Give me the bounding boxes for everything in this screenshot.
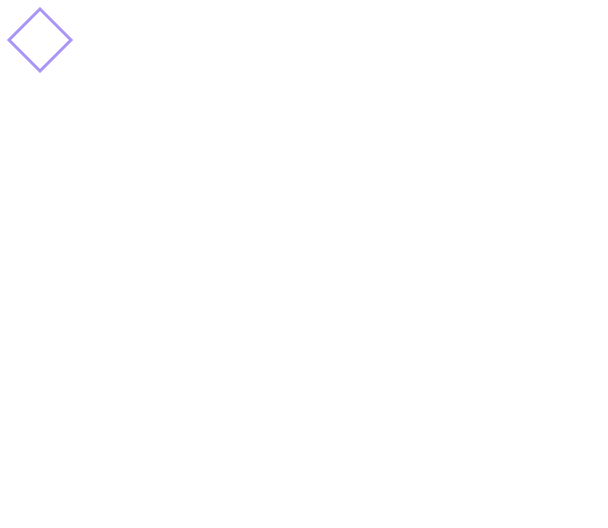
diamond-shape	[7, 7, 73, 73]
diamond-outline-icon	[7, 7, 73, 73]
